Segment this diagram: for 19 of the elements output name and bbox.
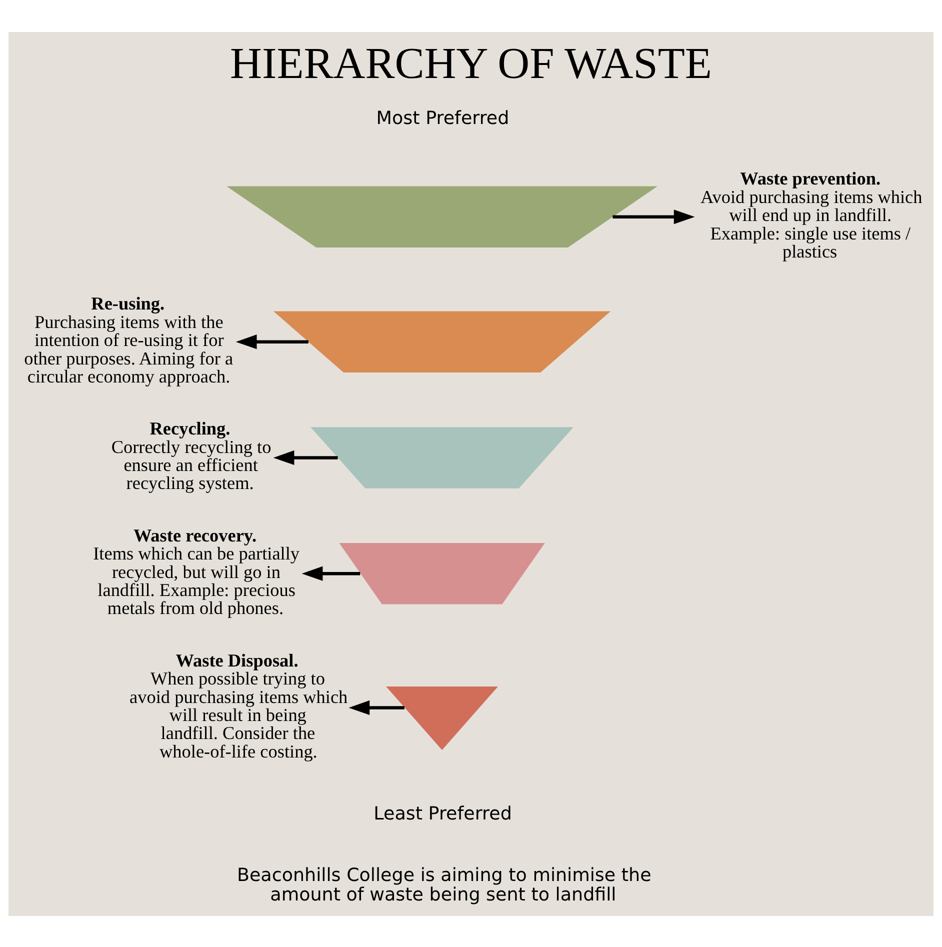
node-triangle	[386, 686, 498, 750]
arrow	[348, 700, 404, 714]
label: Beaconhills College is aiming to minimise the amount of waste being sent to landfill	[236, 864, 652, 906]
arrow	[236, 334, 308, 349]
node-text: Recycling. Correctly recycling to ensure an efficient recycling system.	[111, 418, 272, 493]
node-text: Waste prevention. Avoid purchasing items which will end up in landfill. Example: single use items / plastics	[700, 168, 922, 261]
node-trapezoid	[310, 426, 574, 488]
node-text: Waste recovery. Items which can be partially recycled, but will go in landfill. Example: precious metals from old phones.	[93, 524, 300, 618]
arrow	[302, 566, 360, 580]
label: Least Preferred	[374, 802, 512, 824]
node-trapezoid	[226, 186, 658, 247]
arrow	[612, 209, 695, 224]
arrow	[273, 450, 338, 465]
node-text: Re-using. Purchasing items with the intention of re-using it for other purposes. Aiming for a circular economy approach.	[24, 293, 234, 386]
label: Most Preferred	[376, 108, 510, 129]
node-trapezoid	[339, 542, 545, 604]
node-trapezoid	[273, 310, 611, 372]
node-text: Waste Disposal. When possible trying to avoid purchasing items which will result in being landfill. Consider the whole-of-life costing.	[130, 650, 348, 761]
diagram-title: HIERARCHY OF WASTE	[230, 38, 712, 88]
